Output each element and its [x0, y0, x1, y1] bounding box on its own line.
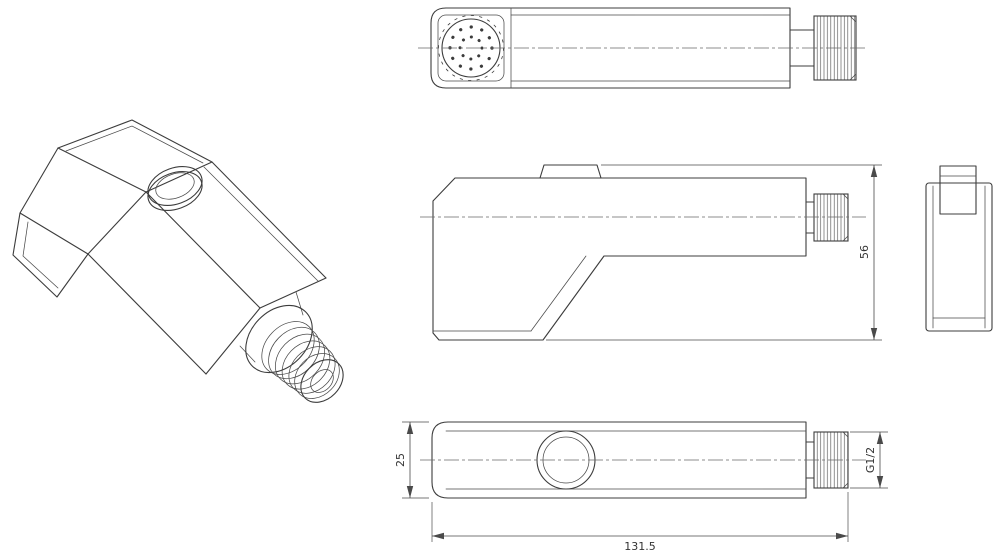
iso-spray-face [19, 147, 147, 255]
top-view-body [430, 7, 791, 89]
dimension-overall-length: 131.5 [431, 492, 849, 553]
dimension-body-width: 25 [394, 421, 429, 499]
dimension-length-label: 131.5 [624, 540, 656, 553]
side-view-thread [813, 193, 849, 242]
isometric-view [12, 119, 344, 403]
iso-head-seam [65, 125, 204, 164]
iso-foot-seam [22, 221, 59, 289]
dimension-width-label: 25 [394, 453, 407, 467]
end-view-button [939, 165, 977, 215]
dimension-overall-height: 56 [546, 164, 882, 341]
end-view [925, 165, 993, 332]
dimension-thread-size: G1/2 [850, 431, 888, 489]
side-view-body [432, 177, 807, 341]
dimension-thread-label: G1/2 [864, 447, 877, 473]
bottom-view-body [431, 421, 807, 499]
iso-foot [12, 212, 89, 298]
bottom-view [420, 421, 866, 499]
iso-body [87, 161, 327, 375]
end-view-body [925, 182, 993, 332]
side-view-button [539, 164, 602, 179]
dimension-height-label: 56 [858, 245, 871, 259]
iso-thread [245, 304, 344, 403]
top-view [418, 7, 868, 89]
iso-button [147, 166, 203, 211]
side-view [420, 164, 866, 341]
